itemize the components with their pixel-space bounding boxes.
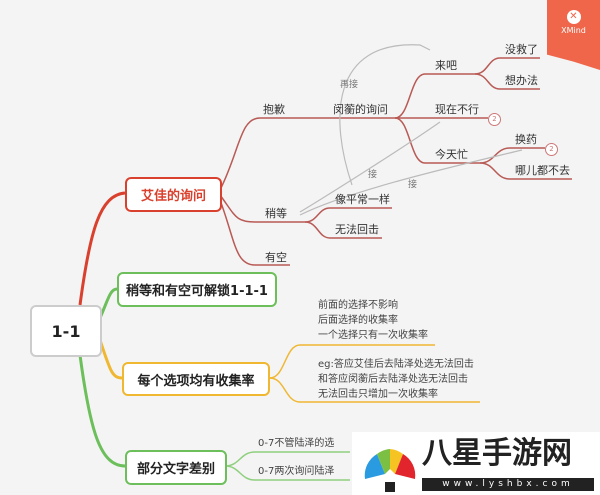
note-diff-1: 0-7不管陆泽的选 <box>258 438 335 449</box>
node-wait[interactable]: 稍等 <box>265 207 287 220</box>
node-hopeless[interactable]: 没救了 <box>505 43 538 56</box>
note-line: eg:答应艾佳后去陆泽处选无法回击 <box>318 359 474 370</box>
node-free[interactable]: 有空 <box>265 251 287 264</box>
branch-aijia-ask[interactable]: 艾佳的询问 <box>125 177 222 212</box>
node-come[interactable]: 来吧 <box>435 59 457 72</box>
watermark-url: www.lyshbx.com <box>422 478 594 491</box>
link-label: 接 <box>408 180 418 190</box>
note-line: 无法回击只增加一次收集率 <box>318 389 438 400</box>
node-not-now[interactable]: 现在不行 <box>435 103 479 116</box>
branch-collection-rate[interactable]: 每个选项均有收集率 <box>122 362 270 396</box>
badge-count[interactable]: 2 <box>488 113 501 126</box>
node-nowhere[interactable]: 哪儿都不去 <box>515 164 570 177</box>
note-block-2: eg:答应艾佳后去陆泽处选无法回击 和答应闵蘅后去陆泽处选无法回击 无法回击只增… <box>318 357 474 402</box>
root-to-b2 <box>98 287 118 319</box>
node-as-usual[interactable]: 像平常一样 <box>335 193 390 206</box>
node-apology[interactable]: 抱歉 <box>263 103 285 116</box>
node-heng-ask[interactable]: 闵蘅的询问 <box>333 103 388 116</box>
watermark: 八星手游网 www.lyshbx.com <box>352 432 600 495</box>
note-block-1: 前面的选择不影响 后面选择的收集率 一个选择只有一次收集率 <box>318 298 428 343</box>
root-node[interactable]: 1-1 <box>30 305 102 357</box>
link-label: 接 <box>368 170 378 180</box>
root-to-b3 <box>98 339 123 380</box>
close-icon[interactable]: ✕ <box>566 10 581 24</box>
xmind-text: XMind <box>561 26 586 35</box>
watermark-logo-icon <box>364 449 416 492</box>
branch-unlock[interactable]: 稍等和有空可解锁1-1-1 <box>117 272 277 307</box>
badge-count[interactable]: 2 <box>545 143 558 156</box>
root-to-b4 <box>78 354 126 468</box>
node-find-way[interactable]: 想办法 <box>505 74 538 87</box>
note-line: 和答应闵蘅后去陆泽处选无法回击 <box>318 374 468 385</box>
node-no-fight[interactable]: 无法回击 <box>335 223 379 236</box>
branch-text-diff[interactable]: 部分文字差别 <box>125 450 227 485</box>
note-diff-2: 0-7两次询问陆泽 <box>258 466 335 477</box>
link-label: 再接 <box>340 80 359 90</box>
note-line: 一个选择只有一次收集率 <box>318 330 428 341</box>
note-line: 后面选择的收集率 <box>318 315 398 326</box>
node-change-med[interactable]: 换药 <box>515 133 537 146</box>
node-busy-today[interactable]: 今天忙 <box>435 148 468 161</box>
watermark-title: 八星手游网 <box>422 436 572 471</box>
root-to-b1 <box>78 191 126 306</box>
note-line: 前面的选择不影响 <box>318 300 398 311</box>
